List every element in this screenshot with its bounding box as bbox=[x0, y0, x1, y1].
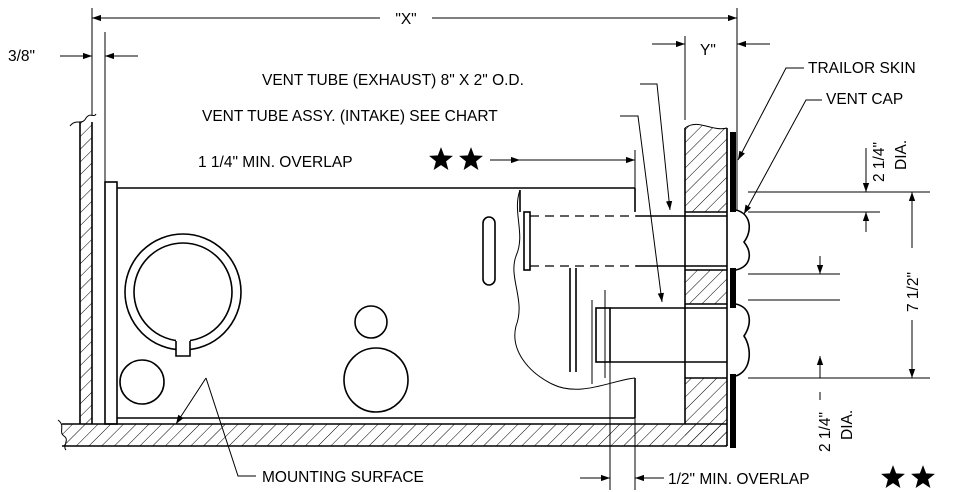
dimension-dia-upper: 2 1/4" DIA. bbox=[748, 140, 930, 232]
vent-tube-exhaust-label: VENT TUBE (EXHAUST) 8" X 2" O.D. bbox=[262, 72, 524, 89]
dimension-x-label: "X" bbox=[395, 11, 416, 28]
dimension-seven-half: 7 1/2" bbox=[748, 192, 930, 379]
dia-upper-value: 2 1/4" bbox=[871, 142, 888, 182]
trailer-skin bbox=[730, 132, 736, 448]
star-icon bbox=[911, 465, 935, 488]
dimension-three-eighths-label: 3/8" bbox=[8, 48, 35, 65]
floor bbox=[57, 419, 727, 451]
trailer-wall bbox=[684, 123, 728, 446]
leader-mounting-surface: MOUNTING SURFACE bbox=[175, 377, 424, 486]
seven-half-label: 7 1/2" bbox=[905, 272, 922, 312]
vent-cap bbox=[735, 209, 751, 377]
leader-exhaust: VENT TUBE (EXHAUST) 8" X 2" O.D. bbox=[262, 72, 673, 211]
dimension-y-label: Y" bbox=[700, 42, 716, 59]
dimension-dia-lower: 2 1/4" DIA. bbox=[748, 256, 856, 452]
exhaust-vent-tube bbox=[523, 211, 727, 271]
left-wall bbox=[69, 113, 97, 424]
overlap-bottom-label: 1/2" MIN. OVERLAP bbox=[668, 471, 810, 488]
star-icon bbox=[459, 147, 483, 170]
dimension-three-eighths: 3/8" bbox=[8, 32, 138, 185]
star-icon bbox=[429, 147, 453, 170]
dia-upper-unit: DIA. bbox=[893, 140, 910, 170]
vent-tube-intake-label: VENT TUBE ASSY. (INTAKE) SEE CHART bbox=[202, 108, 498, 125]
mounting-surface-label: MOUNTING SURFACE bbox=[262, 469, 424, 486]
leader-intake: VENT TUBE ASSY. (INTAKE) SEE CHART bbox=[202, 108, 664, 303]
leader-vent-cap: VENT CAP bbox=[743, 91, 903, 215]
leader-trailer-skin: TRAILOR SKIN bbox=[737, 60, 916, 161]
dimension-y: Y" bbox=[652, 36, 770, 120]
intake-vent-tube bbox=[595, 307, 727, 363]
trailer-skin-label: TRAILOR SKIN bbox=[808, 60, 916, 77]
vent-cap-label: VENT CAP bbox=[826, 91, 903, 108]
dia-lower-unit: DIA. bbox=[839, 410, 856, 440]
overlap-bottom-dimension: 1/2" MIN. OVERLAP bbox=[580, 362, 935, 490]
overlap-top-label: 1 1/4" MIN. OVERLAP bbox=[198, 154, 353, 171]
dia-lower-value: 2 1/4" bbox=[817, 412, 834, 452]
overlap-top-dimension: 1 1/4" MIN. OVERLAP bbox=[198, 147, 636, 188]
heater-body bbox=[104, 181, 636, 425]
star-icon bbox=[881, 465, 905, 488]
cutaway-section bbox=[513, 189, 636, 390]
